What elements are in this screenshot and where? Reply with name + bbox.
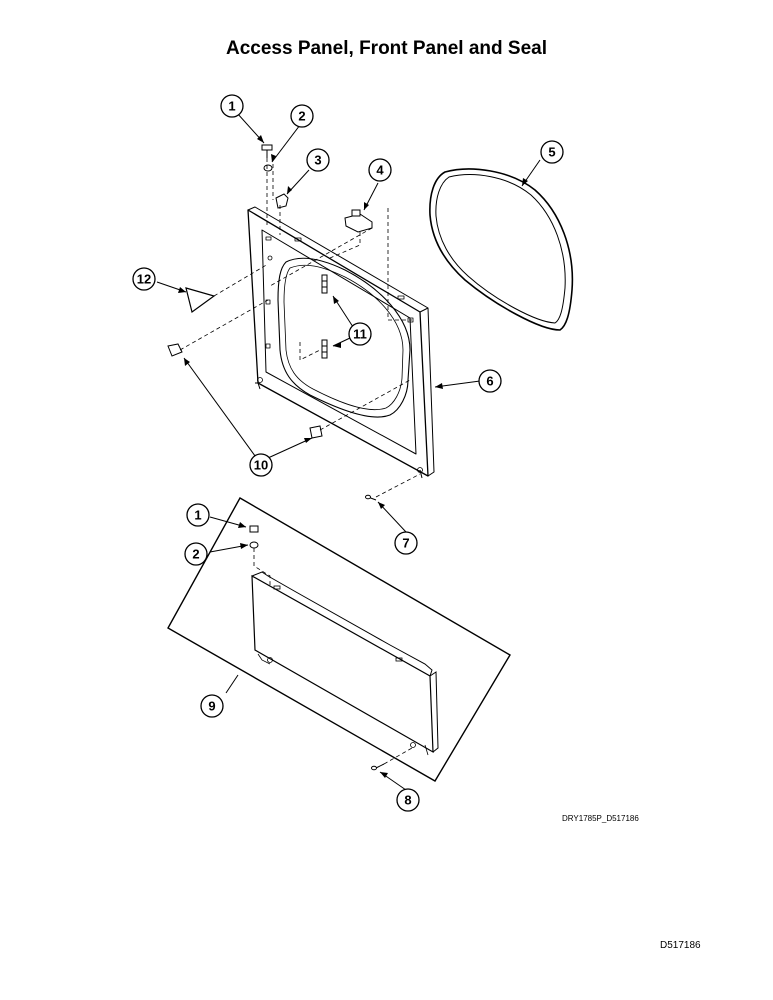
callout-8: 8 <box>396 788 420 812</box>
callout-circle <box>290 104 314 128</box>
callout-number: 2 <box>298 109 305 124</box>
small-parts <box>167 144 385 771</box>
callout-number: 9 <box>208 699 215 714</box>
callout-circle <box>184 542 208 566</box>
access-panel-group <box>167 497 511 782</box>
callout-7: 7 <box>394 531 418 555</box>
callout-circle <box>306 148 330 172</box>
callout-2: 2 <box>290 104 314 128</box>
callout-2: 2 <box>184 542 208 566</box>
front-panel <box>247 206 435 479</box>
page-title: Access Panel, Front Panel and Seal <box>225 38 547 59</box>
callout-circle <box>132 267 156 291</box>
callout-10: 10 <box>249 453 273 477</box>
callout-1: 1 <box>220 94 244 118</box>
callout-number: 7 <box>402 536 409 551</box>
callout-number: 1 <box>194 508 201 523</box>
callout-circle <box>396 788 420 812</box>
door-seal <box>429 168 574 331</box>
drawing-code: DRY1785P_D517186 <box>562 814 639 823</box>
callout-number: 1 <box>228 99 235 114</box>
assembly-guide-lines <box>179 158 421 765</box>
document-number: D517186 <box>660 940 701 951</box>
callout-6: 6 <box>478 369 502 393</box>
callout-12: 12 <box>132 267 156 291</box>
callout-circle <box>220 94 244 118</box>
callout-circle <box>540 140 564 164</box>
callout-1: 1 <box>186 503 210 527</box>
callout-4: 4 <box>368 158 392 182</box>
callout-circle <box>478 369 502 393</box>
callout-circle <box>186 503 210 527</box>
callout-circle <box>348 322 372 346</box>
callout-9: 9 <box>200 694 224 718</box>
callout-number: 12 <box>137 272 151 287</box>
callout-number: 2 <box>192 547 199 562</box>
callout-number: 4 <box>376 163 384 178</box>
callout-circle <box>368 158 392 182</box>
callout-circle <box>394 531 418 555</box>
callout-number: 6 <box>486 374 493 389</box>
door-hinge-clips <box>321 274 328 359</box>
callout-circle <box>200 694 224 718</box>
callout-5: 5 <box>540 140 564 164</box>
callout-11: 11 <box>348 322 372 346</box>
callout-number: 3 <box>314 153 321 168</box>
callout-circle <box>249 453 273 477</box>
leader-arrowheads <box>178 135 528 778</box>
callout-number: 10 <box>254 458 268 473</box>
callout-number: 11 <box>353 327 367 342</box>
callout-number: 8 <box>404 793 411 808</box>
callout-3: 3 <box>306 148 330 172</box>
callout-number: 5 <box>548 145 555 160</box>
